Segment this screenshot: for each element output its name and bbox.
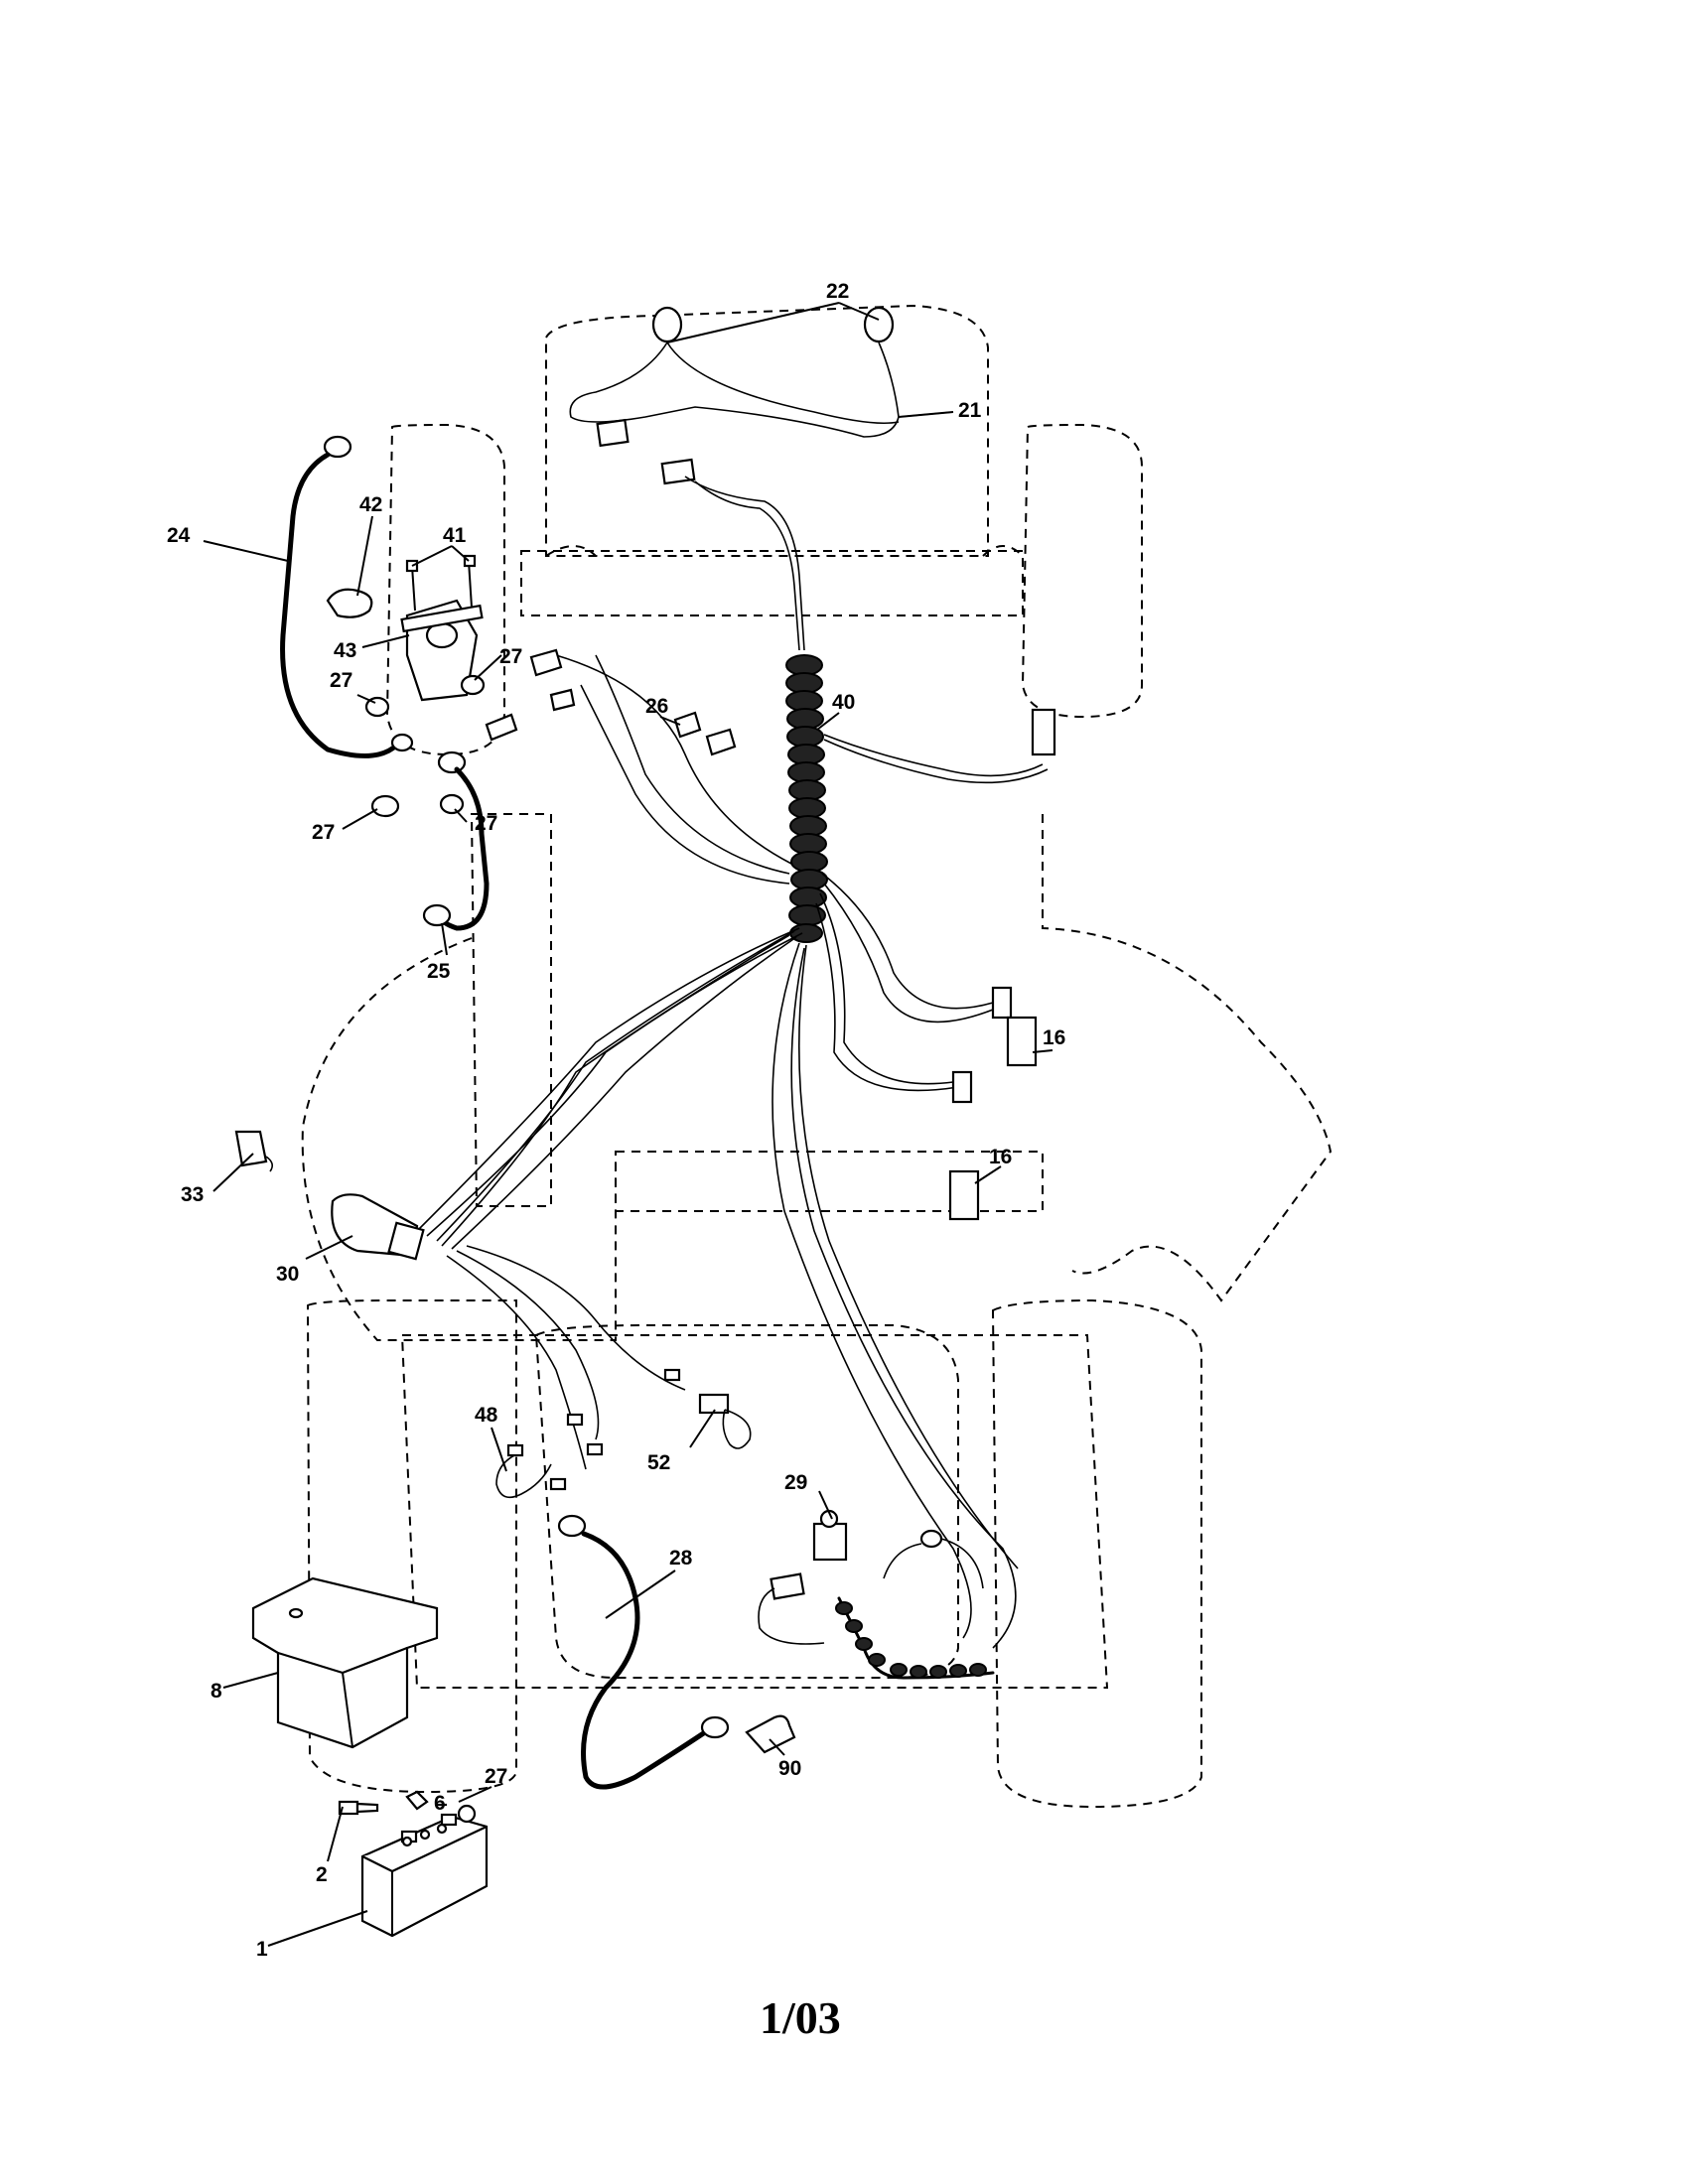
cable-28-terminal-top <box>557 1514 587 1538</box>
frame-outline <box>470 813 552 1207</box>
solenoid-cable <box>439 766 490 931</box>
fuse-holder-2 <box>485 713 518 742</box>
nut-upper-right <box>460 674 486 696</box>
cable-28 <box>581 1531 708 1790</box>
cross-brace-outline <box>545 545 1024 557</box>
ground-cable-terminal-bottom <box>390 733 414 752</box>
rear-left-wheel-outline <box>306 1299 517 1794</box>
callout-27-e: 27 <box>485 1765 507 1788</box>
headlight-connector <box>596 418 630 448</box>
callout-27-d: 27 <box>475 812 497 835</box>
wire-loom-sleeve <box>785 654 828 943</box>
ignition-connector <box>387 1221 425 1261</box>
callout-29: 29 <box>784 1471 807 1494</box>
tractor-outline <box>301 304 1333 1809</box>
seat-switch-lower <box>948 1169 980 1221</box>
fuse-holder <box>529 648 563 677</box>
nut-lower-right <box>439 793 465 815</box>
callout-16-b: 16 <box>989 1146 1012 1168</box>
callout-30: 30 <box>276 1263 299 1286</box>
rear-body-outline <box>400 1334 1109 1689</box>
headlight-harness <box>569 306 954 448</box>
callout-25: 25 <box>427 960 451 983</box>
callout-27-b: 27 <box>330 669 352 692</box>
callout-26: 26 <box>645 695 668 718</box>
callouts: 22 21 24 42 41 43 27 27 27 27 25 26 40 1… <box>167 280 1065 1961</box>
ground-cable-terminal-top <box>323 435 352 459</box>
callout-8: 8 <box>210 1680 222 1703</box>
callout-42: 42 <box>359 493 382 516</box>
battery-bolt-thread <box>355 1802 379 1814</box>
callout-2: 2 <box>316 1863 328 1886</box>
leader-lines <box>203 302 1053 1947</box>
fuse-26-right <box>705 728 737 756</box>
fuse-26-left <box>673 711 702 739</box>
front-left-wheel-outline <box>385 423 505 756</box>
seat-outline <box>534 1324 959 1679</box>
cable-terminal-upper <box>437 751 467 774</box>
callout-48: 48 <box>475 1404 498 1427</box>
solenoid-bracket <box>400 604 484 633</box>
harness-connector-upper <box>991 986 1013 1020</box>
callout-1: 1 <box>256 1938 268 1961</box>
cable-terminal-lower <box>422 903 452 927</box>
harness-connector-lower <box>951 1070 973 1104</box>
headlight-left <box>651 306 683 343</box>
rear-right-wheel-outline <box>991 1298 1202 1809</box>
callout-27-c: 27 <box>312 821 335 844</box>
nut-lower-left <box>370 794 400 818</box>
seat-switch-upper <box>1006 1016 1038 1067</box>
callout-28: 28 <box>669 1547 693 1570</box>
main-harness <box>416 458 1056 1649</box>
battery-nut <box>405 1790 429 1811</box>
ground-cable-assembly <box>280 435 576 931</box>
screw-right <box>463 554 477 568</box>
callout-52: 52 <box>647 1451 670 1474</box>
callout-41: 41 <box>443 524 467 547</box>
callout-90: 90 <box>778 1757 801 1780</box>
front-right-wheel-outline <box>1021 423 1143 719</box>
callout-22: 22 <box>826 280 849 303</box>
battery <box>360 1804 489 1938</box>
lead-48 <box>495 1453 552 1499</box>
callout-24: 24 <box>167 524 191 547</box>
ground-cable <box>280 452 400 758</box>
hood-outline <box>545 304 989 557</box>
cable-clamp <box>326 588 373 618</box>
headlight-right <box>863 306 895 343</box>
cable-28-terminal-bottom <box>700 1715 730 1739</box>
pto-switch <box>812 1522 848 1562</box>
callout-27-a: 27 <box>499 645 522 668</box>
callout-6: 6 <box>434 1792 446 1815</box>
front-axle-outline <box>520 550 1024 616</box>
terminal-boot <box>745 1714 796 1754</box>
callout-33: 33 <box>181 1183 204 1206</box>
ignition-key <box>234 1130 268 1167</box>
battery-tray <box>251 1576 439 1749</box>
callout-21: 21 <box>958 399 982 422</box>
callout-40: 40 <box>832 691 855 714</box>
pto-connector <box>770 1572 805 1600</box>
date-code: 1/03 <box>760 1992 841 2043</box>
callout-16-a: 16 <box>1043 1026 1065 1049</box>
callout-43: 43 <box>334 639 356 662</box>
coil-cord <box>835 1596 995 1680</box>
fuse-holder-3 <box>549 688 576 712</box>
mower-deck-outline <box>301 814 1333 1341</box>
switch-connector-right <box>1031 708 1056 756</box>
